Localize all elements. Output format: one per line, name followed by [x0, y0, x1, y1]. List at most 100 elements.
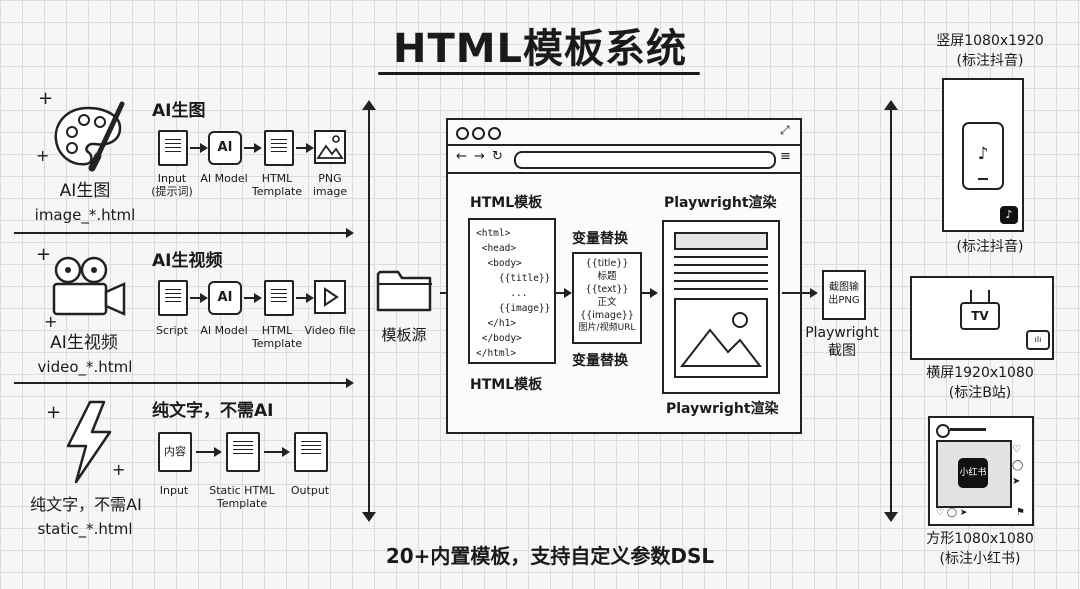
render-text-lines — [674, 256, 768, 290]
step-label: AI Model — [196, 172, 252, 185]
step-line1: AI Model — [200, 324, 247, 337]
square-format-sub: (标注小红书) — [900, 550, 1060, 568]
window-dot-icon — [472, 127, 485, 140]
flow-arrow — [264, 451, 288, 453]
flow-arrow — [556, 292, 570, 294]
step-label: HTMLTemplate — [250, 324, 304, 350]
sparkle-icon: + — [46, 402, 61, 423]
code-snippet: <html> <head> <body> {{title}} ... {{ima… — [476, 226, 550, 361]
like-icon[interactable]: ♡ — [1012, 444, 1021, 455]
render-caption: Playwright渲染 — [666, 398, 779, 418]
step-line2: Template — [217, 497, 267, 510]
vertical-caption: (标注抖音) — [910, 238, 1070, 256]
window-dot-icon — [456, 127, 469, 140]
forward-icon[interactable]: → — [474, 149, 485, 164]
flow-arrow — [642, 292, 656, 294]
var-replace-heading: 变量替换 — [572, 228, 628, 248]
step-line1: HTML — [262, 172, 293, 185]
step-label: Script — [146, 324, 198, 337]
var-line: {{text}} — [574, 283, 640, 296]
footer-caption: 20+内置模板，支持自定义参数DSL — [340, 540, 760, 569]
phone-home-button — [978, 178, 988, 180]
output-doc-icon — [294, 432, 328, 472]
screenshot-label-line2: 截图 — [828, 343, 856, 359]
section-name: 纯文字，不需AI — [16, 494, 156, 516]
static-template-doc-icon — [226, 432, 260, 472]
lightning-icon — [60, 400, 116, 488]
arrow-down-icon — [362, 512, 376, 522]
html-template-doc-icon — [264, 280, 294, 316]
window-dot-icon — [488, 127, 501, 140]
section-name: AI生视频 — [24, 332, 144, 354]
post-header-line — [950, 428, 986, 431]
section-arrow — [14, 382, 352, 384]
flow-arrow — [782, 292, 816, 294]
play-file-icon — [314, 280, 346, 318]
section-file: video_*.html — [20, 356, 150, 378]
section-arrow — [14, 232, 352, 234]
section-heading: AI生图 — [152, 96, 205, 121]
toolbar-divider — [448, 172, 800, 174]
divider-line — [890, 108, 892, 514]
comment-icon[interactable]: ◯ — [1012, 460, 1023, 471]
folder-icon — [376, 266, 434, 318]
arrow-up-icon — [884, 100, 898, 110]
var-doc: {{title}} 标题 {{text}} 正文 {{image}} 图片/视频… — [572, 252, 642, 344]
screenshot-doc-line: 截图输 — [824, 281, 864, 294]
arrow-up-icon — [362, 100, 376, 110]
section-file: image_*.html — [20, 204, 150, 226]
template-source-label: 模板源 — [372, 324, 436, 346]
step-line2: Template — [252, 185, 302, 198]
render-header-bar — [674, 232, 768, 250]
flow-arrow — [190, 147, 206, 149]
render-page — [662, 220, 780, 394]
horizontal-device-frame: TV ılı — [910, 276, 1054, 360]
post-bottom-icons: ♡ ◯ ➤ — [936, 508, 967, 518]
tv-antenna-icon — [970, 290, 990, 302]
flow-arrow — [190, 297, 206, 299]
back-icon[interactable]: ← — [456, 149, 467, 164]
step-line1: Video file — [304, 324, 355, 337]
ai-model-chip-icon: AI — [208, 281, 242, 315]
step-line1: Input — [158, 172, 186, 185]
step-line1: Input — [160, 484, 188, 497]
var-line: {{title}} — [574, 257, 640, 270]
screenshot-doc-line: 出PNG — [824, 294, 864, 307]
vertical-format-title: 竖屏1080x1920 — [910, 32, 1070, 50]
section-heading: 纯文字，不需AI — [152, 396, 273, 421]
horizontal-format-sub: (标注B站) — [900, 384, 1060, 402]
horizontal-format-title: 横屏1920x1080 — [900, 364, 1060, 382]
step-line1: PNG — [318, 172, 341, 185]
square-format-title: 方形1080x1080 — [900, 530, 1060, 548]
input-doc-icon — [158, 130, 188, 166]
video-camera-icon — [46, 256, 130, 326]
step-label: Video file — [302, 324, 358, 337]
expand-icon[interactable]: ⤢ — [780, 123, 790, 138]
flow-arrow — [244, 147, 260, 149]
html-template-caption: HTML模板 — [470, 374, 542, 394]
share-icon[interactable]: ➤ — [1012, 476, 1020, 487]
title-underline — [378, 72, 700, 75]
step-label: AI Model — [196, 324, 252, 337]
xiaohongshu-logo: 小红书 — [958, 458, 988, 488]
step-line1: AI Model — [200, 172, 247, 185]
image-file-icon — [314, 130, 346, 168]
tv-icon: TV — [960, 302, 1000, 330]
sparkle-icon: + — [36, 244, 51, 265]
sparkle-icon: + — [112, 460, 125, 479]
var-line: 标题 — [574, 270, 640, 283]
menu-icon[interactable]: ≡ — [780, 149, 791, 164]
flow-arrow — [296, 297, 312, 299]
arrow-down-icon — [884, 512, 898, 522]
refresh-icon[interactable]: ↻ — [492, 149, 503, 164]
bookmark-icon[interactable]: ⚑ — [1016, 507, 1025, 518]
step-line1: Static HTML — [209, 484, 275, 497]
address-bar[interactable] — [514, 151, 776, 169]
tiktok-icon: ♪ — [972, 144, 994, 164]
vertical-format-sub: (标注抖音) — [910, 52, 1070, 70]
square-device-frame: 小红书 ♡ ◯ ➤ ♡ ◯ ➤ ⚑ — [928, 416, 1034, 526]
render-image — [674, 298, 768, 378]
